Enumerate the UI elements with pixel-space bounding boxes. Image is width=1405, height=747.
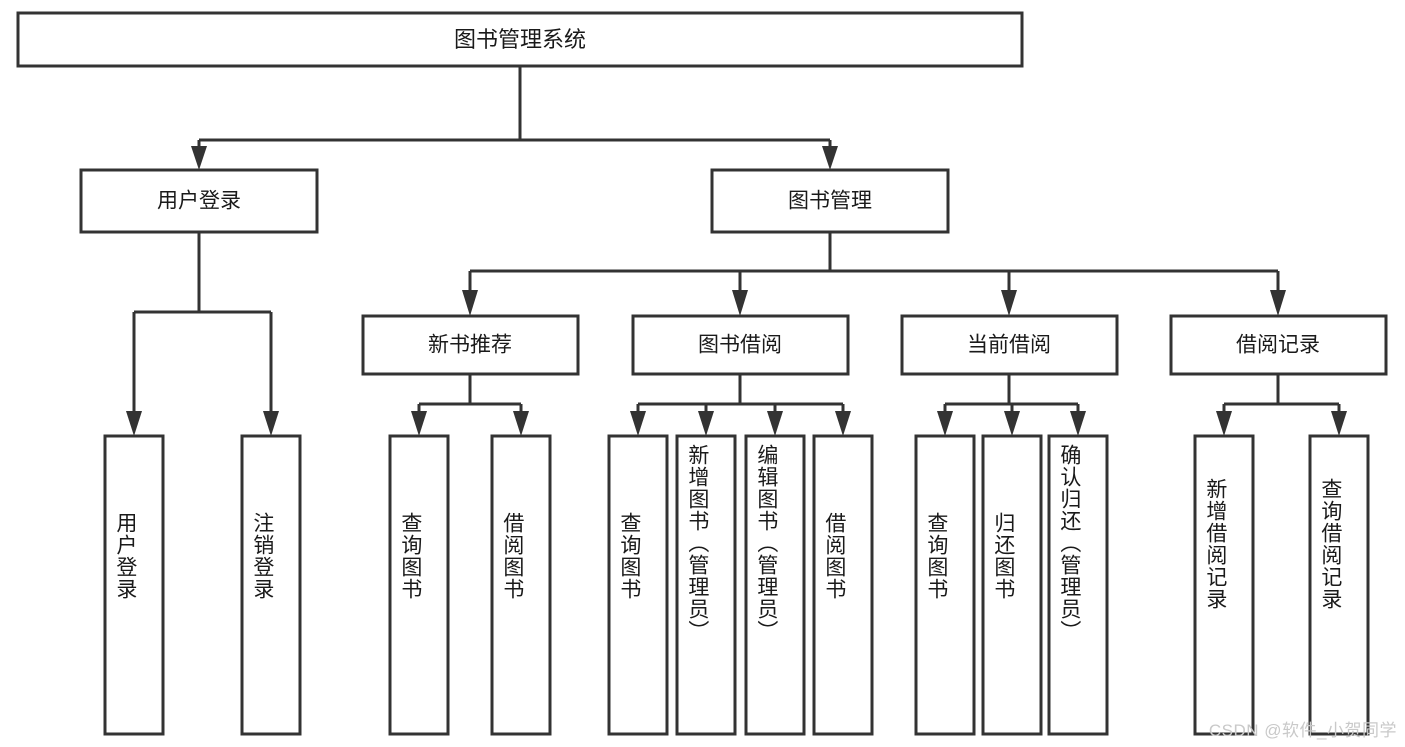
arrowhead-leaf-current-borrow-1 [937,411,953,436]
node-label-book-borrow: 图书借阅 [698,334,782,357]
arrowhead-leaf-current-borrow-3 [1070,411,1086,436]
node-box-root[interactable] [16,11,1024,68]
arrowhead-book-borrow [732,290,748,316]
arrowhead-leaf-book-borrow-2 [698,411,714,436]
node-label-user-login: 用户登录 [157,190,241,213]
node-box-leaf-user-login-2[interactable] [240,434,302,736]
node-label-leaf-user-login-2: 注销登录 [250,512,274,600]
node-box-leaf-borrow-record-2[interactable] [1308,434,1370,736]
arrowhead-leaf-book-borrow-1 [630,411,646,436]
node-label-leaf-borrow-record-2: 查询借阅记录 [1318,478,1342,610]
node-box-new-book-recommend[interactable] [361,314,580,376]
node-box-leaf-book-borrow-3[interactable] [744,434,806,736]
node-box-leaf-new-book-1[interactable] [388,434,450,736]
arrowhead-new-book [462,290,478,316]
node-label-leaf-current-borrow-1: 查询图书 [924,512,948,600]
node-label-leaf-current-borrow-2: 归还图书 [991,512,1015,600]
connector-layer [126,66,1347,436]
node-box-book-borrow[interactable] [631,314,850,376]
arrowhead-leaf-new-book-1 [411,411,427,436]
node-box-leaf-user-login-1[interactable] [103,434,165,736]
node-label-borrow-record: 借阅记录 [1236,334,1320,357]
arrowhead-leaf-book-borrow-4 [835,411,851,436]
arrowhead-current-borrow [1001,290,1017,316]
node-label-leaf-borrow-record-1: 新增借阅记录 [1203,478,1227,610]
node-box-leaf-current-borrow-3[interactable] [1047,434,1109,736]
arrowhead-leaf-borrow-record-1 [1216,411,1232,436]
node-box-book-manage[interactable] [710,168,950,234]
node-label-book-manage: 图书管理 [788,190,872,213]
node-box-leaf-current-borrow-2[interactable] [981,434,1043,736]
node-label-leaf-book-borrow-3: 编辑图书（管理员） [754,444,778,642]
node-label-leaf-book-borrow-2: 新增图书（管理员） [685,444,709,642]
node-box-borrow-record[interactable] [1169,314,1388,376]
node-label-root: 图书管理系统 [454,27,586,52]
arrowhead-leaf-user-login-1 [126,411,142,436]
arrowhead-book-manage [822,146,838,170]
node-box-leaf-new-book-2[interactable] [490,434,552,736]
arrowhead-leaf-current-borrow-2 [1004,411,1020,436]
node-label-leaf-new-book-2: 借阅图书 [500,512,524,600]
node-box-leaf-current-borrow-1[interactable] [914,434,976,736]
node-box-leaf-book-borrow-2[interactable] [675,434,737,736]
node-box-leaf-book-borrow-1[interactable] [607,434,669,736]
arrowhead-leaf-user-login-2 [263,411,279,436]
node-label-current-borrow: 当前借阅 [967,334,1051,357]
node-box-current-borrow[interactable] [900,314,1119,376]
node-box-leaf-book-borrow-4[interactable] [812,434,874,736]
arrowhead-leaf-borrow-record-2 [1331,411,1347,436]
node-label-leaf-new-book-1: 查询图书 [398,512,422,600]
node-box-leaf-borrow-record-1[interactable] [1193,434,1255,736]
node-label-new-book-recommend: 新书推荐 [428,334,512,357]
arrowhead-leaf-new-book-2 [513,411,529,436]
node-layer: 图书管理系统 用户登录 图书管理 新书推荐 图书借阅 当前借阅 借阅记录 [16,11,1388,736]
arrowhead-user-login [191,146,207,170]
node-box-user-login[interactable] [79,168,319,234]
arrowhead-leaf-book-borrow-3 [767,411,783,436]
arrowhead-borrow-record [1270,290,1286,316]
node-label-leaf-book-borrow-1: 查询图书 [617,512,641,600]
node-label-leaf-user-login-1: 用户登录 [113,512,137,600]
node-label-leaf-book-borrow-4: 借阅图书 [822,512,846,600]
node-label-leaf-current-borrow-3: 确认归还（管理员） [1057,444,1081,642]
